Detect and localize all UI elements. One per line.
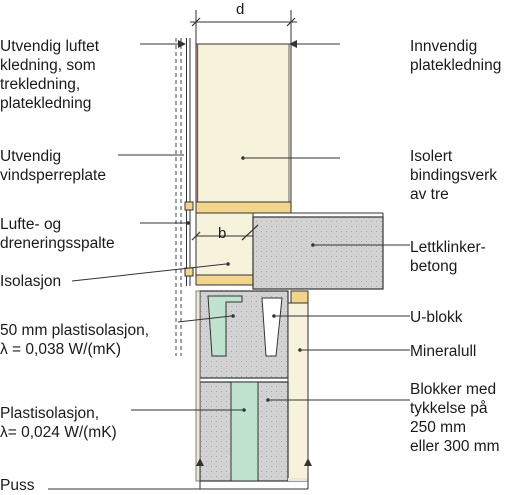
u-block-label: U-blokk	[410, 309, 463, 326]
insulation-zone	[195, 212, 254, 276]
dimension-d-line	[190, 10, 297, 44]
outer-cladding	[175, 38, 182, 356]
plaster-inner	[288, 478, 308, 481]
block-wall	[199, 381, 289, 482]
plastic-insulation-50-label: 50 mm plastisolasjon, λ = 0,038 W/(mK)	[0, 322, 150, 358]
wood-strip	[290, 290, 309, 304]
dimension-b-label: b	[218, 225, 227, 242]
lwa-concrete-slab	[252, 216, 384, 290]
u-block	[199, 290, 289, 379]
plaster-outer	[195, 290, 201, 482]
plastic-insulation-label: Plastisolasjon, λ= 0,024 W/(mK)	[0, 405, 117, 441]
lwa-concrete-label: Lettklinker- betong	[410, 239, 486, 275]
mineral-wool-label: Mineralull	[410, 343, 477, 360]
plaster-label: Puss	[0, 477, 35, 494]
inner-cladding-label: Innvendig platekledning	[410, 38, 502, 74]
blocks-thickness-label: Blokker med tykkelse på 250 mm eller 300…	[410, 381, 500, 455]
batten-upper	[184, 201, 194, 211]
wind-barrier-label: Utvendig vindsperreplate	[0, 148, 106, 184]
dimension-b-tick-right	[241, 224, 259, 241]
dimension-b-tick-left	[191, 231, 201, 241]
leader-lines	[48, 40, 410, 490]
batten-lower	[184, 267, 194, 277]
dimension-d-label: d	[236, 1, 245, 18]
insulated-timber-frame	[195, 43, 292, 203]
mineral-wool	[287, 302, 309, 482]
outer-cladding-label: Utvendig luftet kledning, som treklednin…	[0, 38, 100, 112]
air-gap-label: Lufte- og dreneringsspalte	[0, 216, 115, 252]
sill-plate-lower	[195, 274, 254, 286]
wind-barrier-board	[186, 38, 191, 286]
sill-plate-upper	[195, 201, 292, 214]
insulation-label: Isolasjon	[0, 273, 62, 290]
insulated-frame-label: Isolert bindingsverk av tre	[410, 148, 498, 203]
